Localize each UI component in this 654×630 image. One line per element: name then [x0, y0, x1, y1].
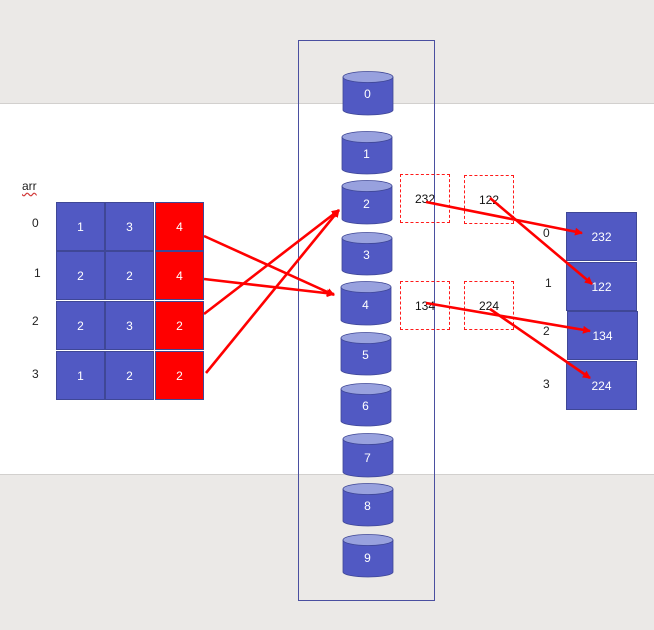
arrow-row3-to-bucket2: [204, 209, 341, 374]
bucket-label-2: 2: [363, 197, 370, 211]
temp-value-box: 224: [464, 281, 514, 330]
bucket-label-1: 1: [363, 147, 370, 161]
bucket-cylinder-3: [341, 232, 393, 276]
arrow-temp122-to-out1: [489, 197, 593, 285]
output-cell: 224: [566, 361, 637, 410]
arrow-row1-to-bucket4: [203, 277, 335, 298]
output-index-2: 2: [543, 324, 550, 338]
array-cell: 2: [105, 251, 154, 300]
arrow-temp232-to-out0: [425, 200, 583, 236]
arrow-temp134-to-out2: [425, 301, 591, 334]
array-cell-highlighted: 4: [155, 202, 204, 251]
bucket-label-5: 5: [362, 348, 369, 362]
output-cell: 232: [566, 212, 637, 261]
array-cell-highlighted: 4: [155, 251, 204, 300]
arrow-row2-to-bucket2: [203, 208, 340, 316]
arrow-temp224-to-out3: [489, 307, 591, 380]
arr-label: arr: [22, 179, 37, 193]
array-cell: 3: [105, 202, 154, 251]
output-cell: 134: [567, 311, 638, 360]
bucket-cylinder-5: [340, 332, 392, 376]
row-index-0: 0: [32, 216, 39, 230]
bucket-label-3: 3: [363, 248, 370, 262]
bucket-frame: [298, 40, 435, 601]
bucket-label-6: 6: [362, 399, 369, 413]
row-index-1: 1: [34, 266, 41, 280]
bucket-cylinder-6: [340, 383, 392, 427]
array-cell-highlighted: 2: [155, 301, 204, 350]
temp-value-box: 134: [400, 281, 450, 330]
bucket-cylinder-1: [341, 131, 393, 175]
array-cell: 2: [105, 351, 154, 400]
row-index-2: 2: [32, 314, 39, 328]
array-cell: 2: [56, 251, 105, 300]
bucket-label-9: 9: [364, 551, 371, 565]
output-cell: 122: [566, 262, 637, 311]
bucket-cylinder-7: [342, 433, 394, 478]
bucket-label-4: 4: [362, 298, 369, 312]
bucket-cylinder-4: [340, 281, 392, 326]
bucket-label-0: 0: [364, 87, 371, 101]
array-cell: 1: [56, 202, 105, 251]
output-index-0: 0: [543, 226, 550, 240]
array-cell: 1: [56, 351, 105, 400]
array-cell-highlighted: 2: [155, 351, 204, 400]
bucket-label-7: 7: [364, 451, 371, 465]
bucket-cylinder-2: [341, 180, 393, 225]
bucket-cylinder-0: [342, 71, 394, 116]
array-cell: 2: [56, 301, 105, 350]
bucket-cylinder-8: [342, 483, 394, 527]
output-index-1: 1: [545, 276, 552, 290]
bucket-cylinder-9: [342, 534, 394, 578]
bucket-label-8: 8: [364, 499, 371, 513]
array-cell: 3: [105, 301, 154, 350]
output-index-3: 3: [543, 377, 550, 391]
row-index-3: 3: [32, 367, 39, 381]
